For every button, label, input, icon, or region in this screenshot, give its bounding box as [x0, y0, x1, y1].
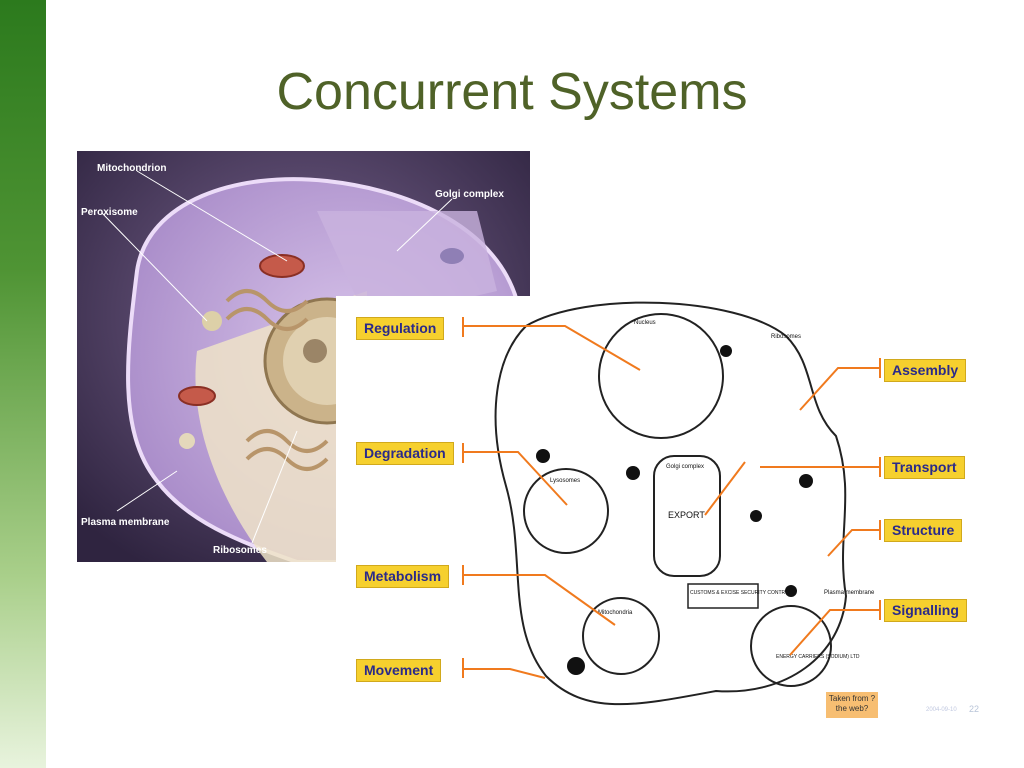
- cartoon-tag-plasma-membrane: Plasma membrane: [824, 590, 875, 596]
- cartoon-tag-lysosomes: Lysosomes: [550, 478, 580, 484]
- callout-metabolism: Metabolism: [356, 565, 450, 588]
- cartoon-tag-golgi: Golgi complex: [666, 464, 704, 470]
- callout-movement: Movement: [356, 659, 442, 682]
- label-ribosomes: Ribosomes: [213, 545, 267, 556]
- label-mitochondrion: Mitochondrion: [97, 163, 166, 174]
- cartoon-tag-nucleus: Nucleus: [634, 320, 656, 326]
- callout-transport: Transport: [884, 456, 965, 479]
- callout-structure: Structure: [884, 519, 963, 542]
- callout-degradation: Degradation: [356, 442, 454, 465]
- label-peroxisome: Peroxisome: [81, 207, 138, 218]
- page-number: 22: [969, 704, 980, 714]
- cartoon-tag-ribosomes: Ribosomes: [771, 334, 801, 340]
- cartoon-tag-export: EXPORT: [668, 510, 705, 520]
- callout-signalling: Signalling: [884, 599, 967, 622]
- label-plasma-membrane: Plasma membrane: [81, 517, 170, 528]
- cartoon-tag-customs: CUSTOMS & EXCISE SECURITY CONTROL: [690, 590, 792, 596]
- green-sidebar: [0, 0, 46, 768]
- slide-title: Concurrent Systems: [276, 63, 748, 121]
- source-note: Taken from ?the web?: [826, 692, 878, 718]
- slide-date: 2004-09-10: [926, 707, 957, 713]
- cartoon-cell-drawing: Nucleus Ribosomes Lysosomes Golgi comple…: [336, 296, 886, 718]
- callout-assembly: Assembly: [884, 359, 967, 382]
- label-golgi-complex: Golgi complex: [435, 189, 504, 200]
- cartoon-tag-energy-carriers: ENERGY CARRIERS (SODIUM) LTD: [776, 654, 860, 660]
- callout-regulation: Regulation: [356, 317, 445, 340]
- cartoon-tag-mitochondria: Mitochondria: [598, 610, 633, 616]
